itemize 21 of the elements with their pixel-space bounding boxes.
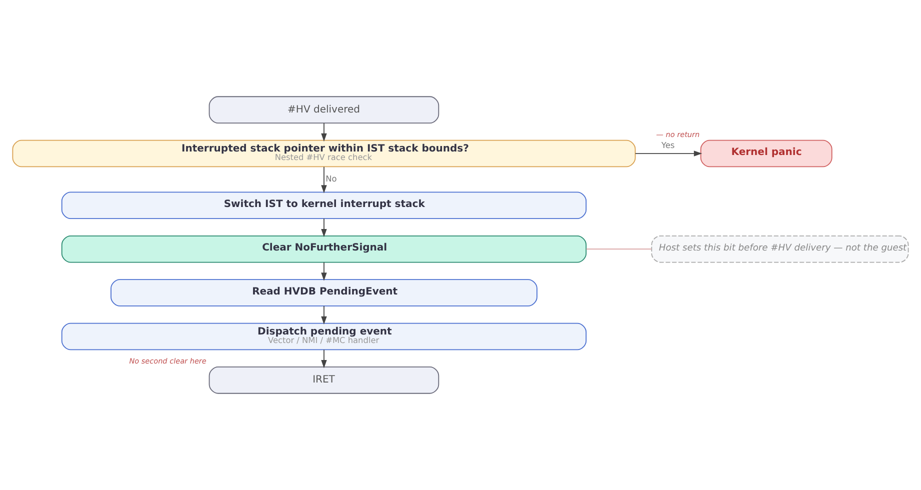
arrow (321, 349, 327, 368)
edge-label: No (326, 173, 337, 184)
edge-label: Yes (661, 140, 675, 150)
arrow (321, 122, 327, 142)
node-label: No second clear here (129, 356, 206, 366)
node-box: Kernel panic (700, 140, 832, 168)
node-box: Host sets this bit before #HV delivery — not the guest (651, 235, 909, 263)
node-box: Interrupted stack pointer within IST stack bounds? Nested #HV race check (12, 140, 636, 168)
node-box: Dispatch pending event Vector / NMI / #MC handler (61, 322, 587, 350)
arrow (321, 218, 327, 238)
node-box: Clear NoFurtherSignal (61, 235, 587, 263)
arrow (321, 166, 327, 194)
arrow (321, 262, 327, 281)
node-box: Switch IST to kernel interrupt stack (61, 192, 587, 220)
connector (586, 248, 652, 250)
node-label: — no return (656, 130, 700, 140)
node-box: Read HVDB PendingEvent (110, 279, 538, 306)
arrow (321, 306, 327, 325)
node-box: IRET (208, 366, 440, 394)
node-box: #HV delivered (208, 96, 440, 124)
arrow (634, 150, 702, 156)
